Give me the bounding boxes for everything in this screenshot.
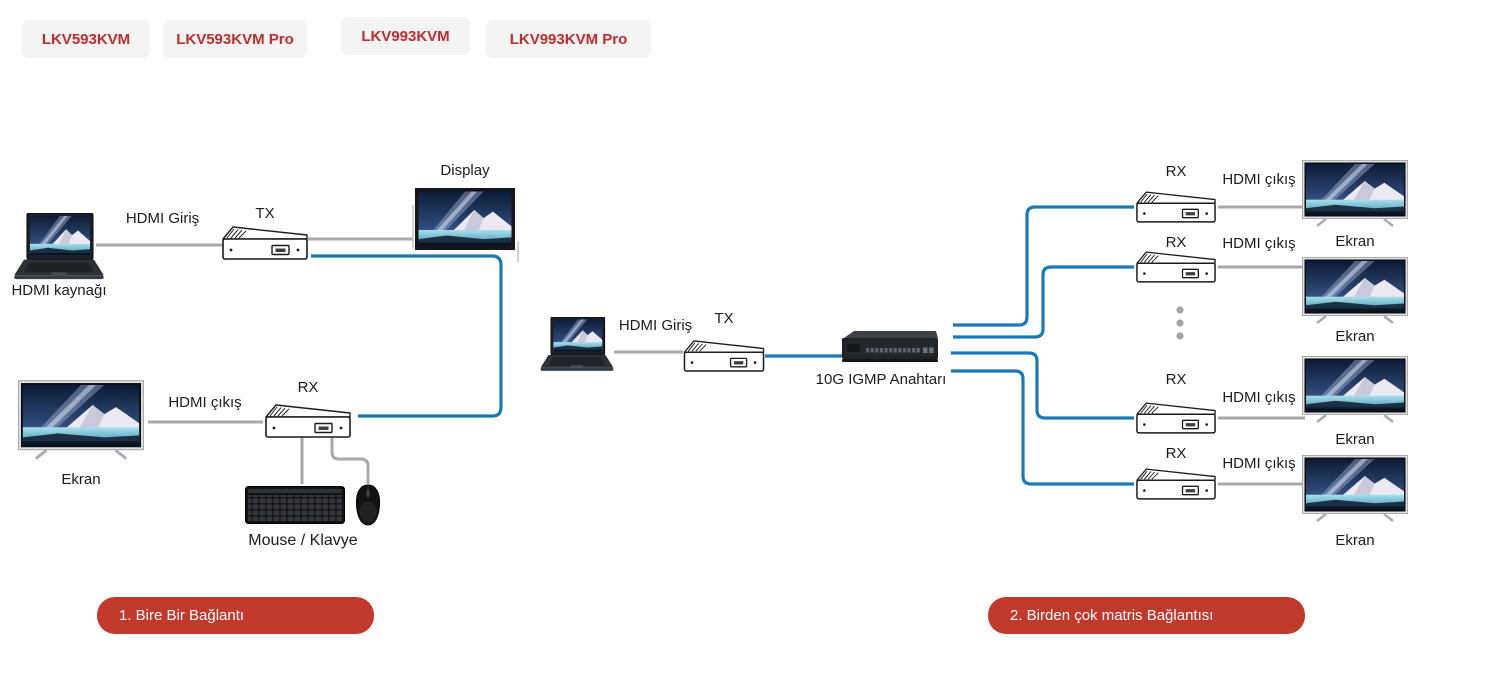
rx-box-icon — [1136, 468, 1216, 500]
mouse-icon — [355, 484, 381, 526]
cable-switch-to-rx-2 — [953, 265, 1134, 339]
tab-label: LKV593KVM — [41, 30, 131, 48]
tx-label: TX — [714, 310, 734, 327]
gray-cable-group — [96, 205, 1305, 486]
hdmi-out-label: HDMI çıkış — [1222, 171, 1296, 188]
peripherals-label: Mouse / Klavye — [248, 532, 358, 549]
hdmi-source-label: HDMI kaynağı — [11, 282, 107, 299]
screen-label: Ekran — [1335, 233, 1375, 250]
tv-screen-icon — [1303, 258, 1408, 324]
keyboard-icon — [245, 486, 345, 524]
screen-label: Ekran — [1335, 328, 1375, 345]
rx-box-icon — [1136, 191, 1216, 223]
display-icon — [415, 188, 515, 250]
tv-screen-icon — [19, 381, 144, 459]
hdmi-in-label: HDMI Giriş — [125, 210, 200, 227]
hdmi-out-label: HDMI çıkış — [1222, 235, 1296, 252]
hdmi-out-label: HDMI çıkış — [1222, 389, 1296, 406]
tx-label: TX — [255, 205, 275, 222]
tv-screen-icon — [1303, 161, 1408, 227]
display-callout-ticks — [412, 205, 519, 262]
tv-screen-icon — [1303, 456, 1408, 522]
tx-box-icon — [222, 226, 308, 260]
hdmi-out-label: HDMI çıkış — [1222, 455, 1296, 472]
rx-label: RX — [1165, 371, 1187, 388]
rx-box-icon — [1136, 251, 1216, 283]
tab-lkv993kvm-pro[interactable]: LKV993KVM Pro — [486, 20, 651, 58]
rx-label: RX — [1165, 234, 1187, 251]
section2-banner: 2. Birden çok matris Bağlantısı — [988, 597, 1305, 634]
tab-lkv593kvm[interactable]: LKV593KVM — [22, 20, 150, 58]
cable-tx1-to-rx1-link — [311, 254, 503, 418]
more-receivers-ellipsis-icon — [1176, 306, 1184, 340]
tab-label: LKV993KVM Pro — [509, 30, 628, 48]
cable-switch-to-rx-4 — [951, 369, 1134, 486]
section1-banner-label: 1. Bire Bir Bağlantı — [119, 607, 245, 624]
screen-label: Ekran — [1335, 431, 1375, 448]
screen-label: Ekran — [1335, 532, 1375, 549]
switch-label: 10G IGMP Anahtarı — [815, 371, 947, 388]
laptop-icon — [541, 317, 614, 371]
cable-switch-to-rx-1 — [953, 205, 1134, 327]
network-switch-icon — [842, 331, 938, 362]
tx-box-icon — [683, 340, 765, 372]
blue-cable-group — [311, 205, 1134, 486]
hdmi-in-label: HDMI Giriş — [618, 317, 693, 334]
rx-box-icon — [265, 404, 351, 438]
rx-label: RX — [297, 379, 319, 396]
screen-label: Ekran — [61, 471, 101, 488]
tab-label: LKV593KVM Pro — [176, 30, 294, 48]
laptop-icon — [14, 213, 103, 279]
cable-switch-to-rx-3 — [951, 351, 1134, 420]
tab-lkv993kvm[interactable]: LKV993KVM — [341, 17, 470, 55]
section2-banner-label: 2. Birden çok matris Bağlantısı — [1010, 607, 1214, 624]
rx-label: RX — [1165, 163, 1187, 180]
hdmi-out-label: HDMI çıkış — [168, 394, 242, 411]
rx-box-icon — [1136, 402, 1216, 434]
cable-rx1-to-mouse — [330, 437, 370, 484]
display-label: Display — [440, 162, 490, 179]
rx-label: RX — [1165, 445, 1187, 462]
tv-screen-icon — [1303, 357, 1408, 423]
tab-label: LKV993KVM — [361, 27, 450, 45]
section1-banner: 1. Bire Bir Bağlantı — [97, 597, 374, 634]
tab-lkv593kvm-pro[interactable]: LKV593KVM Pro — [163, 20, 307, 58]
